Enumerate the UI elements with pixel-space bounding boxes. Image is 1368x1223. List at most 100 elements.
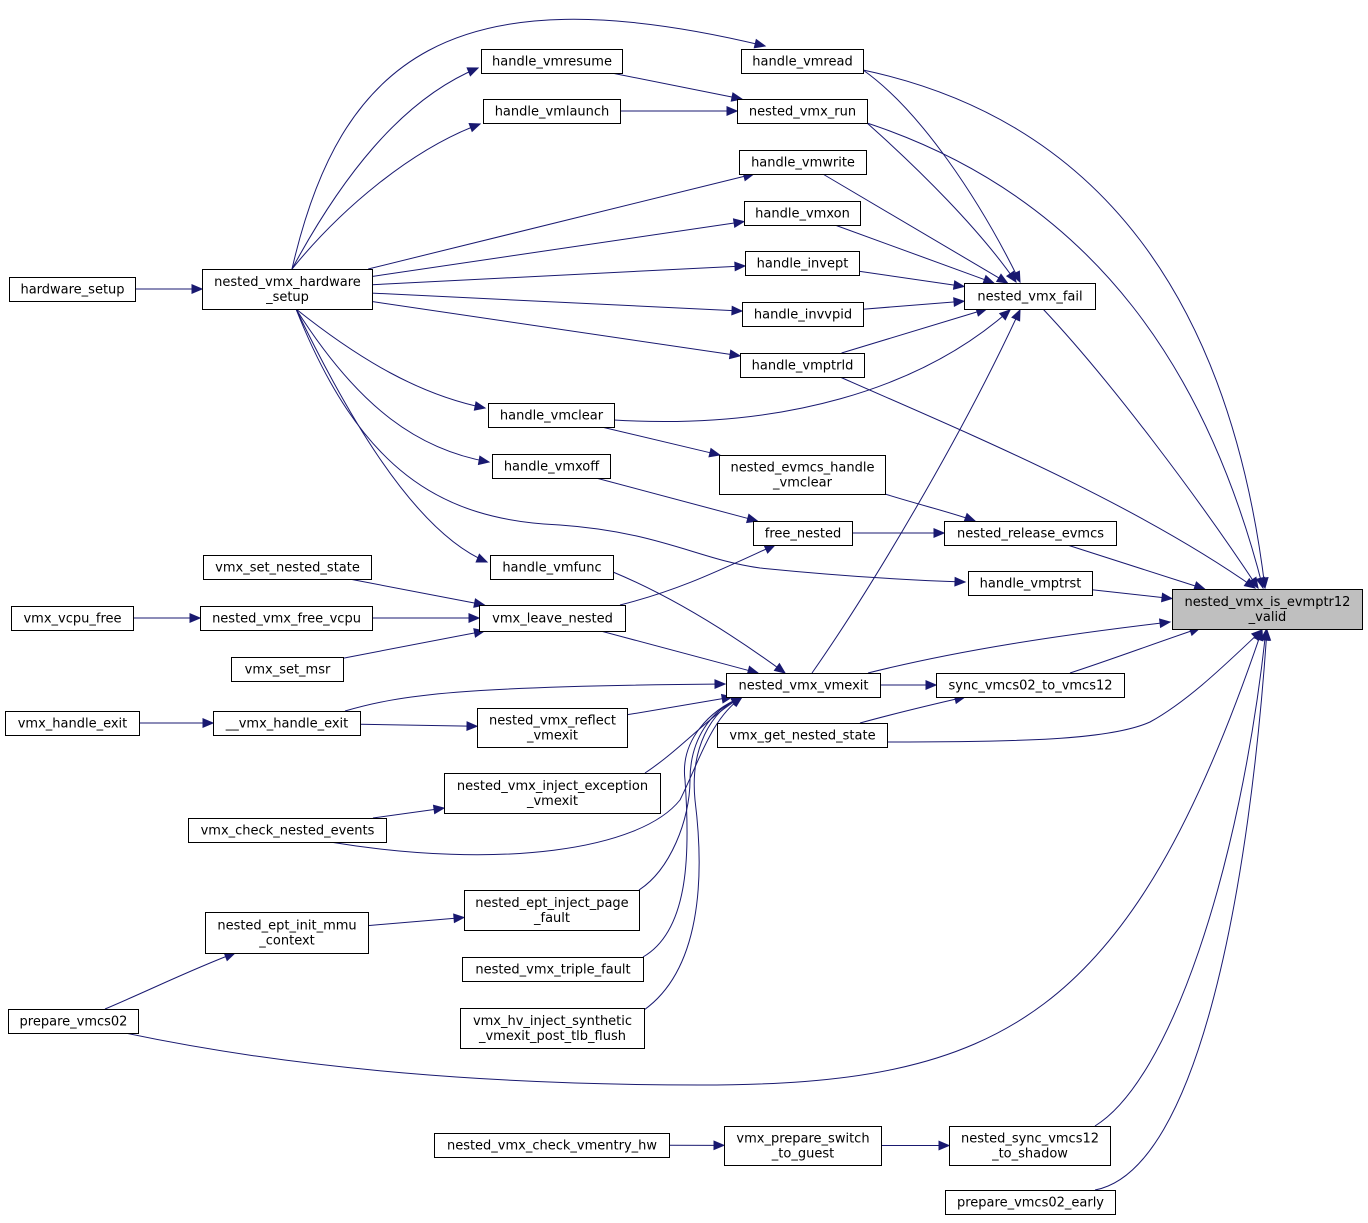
node-handle-invvpid[interactable]: handle_invvpid — [742, 302, 864, 327]
node-hardware-setup[interactable]: hardware_setup — [9, 277, 136, 302]
node-vmx-prepare-switch-to-guest-box — [724, 1126, 882, 1166]
node-sync-vmcs02-to-vmcs12-label-0: sync_vmcs02_to_vmcs12 — [948, 679, 1112, 694]
node-vmx-check-nested-events-box — [188, 818, 387, 843]
node-vmx-vcpu-free[interactable]: vmx_vcpu_free — [11, 606, 134, 631]
edge-vmx-set-nested-state-to-vmx-leave-nested-line — [349, 578, 476, 604]
node-handle-vmptrld[interactable]: handle_vmptrld — [740, 353, 865, 378]
node-nested-ept-inject-page-fault[interactable]: nested_ept_inject_page_fault — [464, 890, 640, 931]
edge-handle-vmclear-to-nested-evmcs-handle-vmclear-line — [601, 426, 712, 454]
edge-handle-vmread-to-nested-vmx-fail — [862, 69, 1021, 284]
node-vmx-handle-exit[interactable]: vmx_handle_exit — [5, 711, 140, 736]
node-vmx-set-msr-label-0: vmx_set_msr — [245, 663, 331, 678]
node-handle-vmread-label-0: handle_vmread — [752, 55, 852, 70]
edge-nested-vmx-triple-fault-to-nested-vmx-vmexit-line — [642, 696, 743, 958]
edge-vmx-handle-exit-to---vmx-handle-exit — [139, 718, 215, 728]
node-handle-vmxoff-box — [492, 454, 611, 479]
node-nested-vmx-triple-fault[interactable]: nested_vmx_triple_fault — [462, 957, 644, 982]
edge-handle-vmptrst-to-root-line — [1091, 589, 1164, 599]
node-nested-vmx-inject-exception-vmexit-label-0: nested_vmx_inject_exception — [457, 779, 648, 794]
node-handle-vmwrite[interactable]: handle_vmwrite — [739, 150, 867, 175]
node-handle-vmread[interactable]: handle_vmread — [741, 49, 864, 74]
node-nested-vmx-fail-box — [964, 283, 1096, 310]
node-vmx-prepare-switch-to-guest-label-0: vmx_prepare_switch — [736, 1132, 869, 1147]
node-nested-vmx-check-vmentry-hw[interactable]: nested_vmx_check_vmentry_hw — [434, 1133, 670, 1158]
edge-nested-vmx-hardware-setup-to-handle-vmclear-arrowhead — [473, 401, 487, 411]
edge-sync-vmcs02-to-vmcs12-to-root — [1069, 626, 1202, 674]
node-free-nested[interactable]: free_nested — [753, 521, 853, 546]
edge-nested-vmx-hardware-setup-to-handle-vmptrst-line — [295, 308, 966, 583]
node-nested-vmx-triple-fault-box — [462, 957, 644, 982]
node---vmx-handle-exit[interactable]: __vmx_handle_exit — [213, 711, 361, 736]
node-vmx-leave-nested-box — [479, 605, 626, 632]
node-nested-vmx-fail[interactable]: nested_vmx_fail — [964, 283, 1096, 310]
node-prepare-vmcs02-early-box — [945, 1190, 1116, 1215]
node-nested-release-evmcs[interactable]: nested_release_evmcs — [944, 521, 1117, 546]
node-nested-vmx-vmexit-label-0: nested_vmx_vmexit — [739, 679, 869, 694]
node-vmx-check-nested-events-label-0: vmx_check_nested_events — [201, 824, 375, 839]
edge-nested-vmx-hardware-setup-to-handle-vmfunc-line — [295, 308, 488, 563]
node-handle-vmptrst[interactable]: handle_vmptrst — [968, 571, 1093, 596]
edge-handle-vmwrite-to-nested-vmx-fail-arrowhead — [995, 273, 1009, 284]
node-prepare-vmcs02[interactable]: prepare_vmcs02 — [8, 1009, 139, 1034]
node-nested-ept-init-mmu-context[interactable]: nested_ept_init_mmu_context — [205, 912, 369, 954]
edge-vmx-get-nested-state-to-sync-vmcs02-to-vmcs12 — [859, 694, 967, 724]
edge-nested-vmx-run-to-root — [866, 122, 1266, 590]
node-free-nested-label-0: free_nested — [765, 527, 842, 542]
node-vmx-get-nested-state-box — [717, 723, 888, 748]
node-nested-vmx-inject-exception-vmexit[interactable]: nested_vmx_inject_exception_vmexit — [444, 773, 661, 814]
node-handle-vmxon[interactable]: handle_vmxon — [744, 201, 861, 226]
node-root[interactable]: nested_vmx_is_evmptr12_valid — [1172, 589, 1363, 630]
node-vmx-check-nested-events[interactable]: vmx_check_nested_events — [188, 818, 387, 843]
edge-nested-vmx-hardware-setup-to-handle-vmxoff — [295, 308, 491, 466]
node-handle-vmxoff[interactable]: handle_vmxoff — [492, 454, 611, 479]
node-nested-sync-vmcs12-to-shadow-label-0: nested_sync_vmcs12 — [961, 1132, 1099, 1147]
node-handle-vmclear[interactable]: handle_vmclear — [488, 403, 615, 428]
node-vmx-get-nested-state[interactable]: vmx_get_nested_state — [717, 723, 888, 748]
edge---vmx-handle-exit-to-nested-vmx-vmexit-arrowhead — [714, 679, 727, 690]
node-nested-vmx-free-vcpu[interactable]: nested_vmx_free_vcpu — [200, 606, 373, 631]
edge-handle-vmlaunch-to-nested-vmx-run-arrowhead — [726, 106, 739, 116]
edge-handle-vmwrite-to-nested-vmx-fail — [822, 173, 1009, 284]
node-handle-invept[interactable]: handle_invept — [745, 251, 860, 276]
node-nested-vmx-reflect-vmexit[interactable]: nested_vmx_reflect_vmexit — [477, 708, 628, 748]
edge-nested-vmx-hardware-setup-to-handle-vmread-arrowhead — [753, 38, 767, 49]
node-nested-vmx-reflect-vmexit-label-0: nested_vmx_reflect — [489, 714, 616, 729]
node-prepare-vmcs02-early[interactable]: prepare_vmcs02_early — [945, 1190, 1116, 1215]
node-handle-vmptrld-label-0: handle_vmptrld — [752, 359, 854, 374]
edge-vmx-check-nested-events-to-nested-vmx-inject-exception-vmexit-arrowhead — [432, 804, 446, 815]
node-vmx-hv-inject-synthetic-vmexit-post-tlb-flush[interactable]: vmx_hv_inject_synthetic_vmexit_post_tlb_… — [460, 1008, 645, 1049]
edge-nested-vmx-fail-to-root — [1042, 308, 1259, 590]
node-root-label-1: _valid — [1248, 610, 1287, 625]
node-vmx-leave-nested[interactable]: vmx_leave_nested — [479, 605, 626, 632]
node-root-box — [1172, 589, 1363, 630]
node-vmx-set-msr[interactable]: vmx_set_msr — [231, 657, 344, 682]
node-nested-vmx-vmexit[interactable]: nested_vmx_vmexit — [726, 673, 881, 698]
node-nested-vmx-run[interactable]: nested_vmx_run — [737, 99, 868, 124]
node-vmx-prepare-switch-to-guest[interactable]: vmx_prepare_switch_to_guest — [724, 1126, 882, 1166]
node-nested-vmx-free-vcpu-box — [200, 606, 373, 631]
node-vmx-set-nested-state[interactable]: vmx_set_nested_state — [203, 555, 372, 580]
node-nested-vmx-hardware-setup[interactable]: nested_vmx_hardware_setup — [202, 269, 373, 310]
edge-handle-vmread-to-root-line — [862, 69, 1266, 589]
node-handle-vmptrld-box — [740, 353, 865, 378]
edge-nested-vmx-hardware-setup-to-handle-invept-arrowhead — [734, 261, 747, 272]
edge-nested-vmx-vmexit-to-sync-vmcs02-to-vmcs12-arrowhead — [925, 680, 938, 690]
node-handle-vmfunc[interactable]: handle_vmfunc — [490, 555, 614, 580]
edge-nested-evmcs-handle-vmclear-to-nested-release-evmcs-line — [884, 493, 976, 522]
node-handle-vmresume[interactable]: handle_vmresume — [481, 49, 623, 74]
edge-nested-vmx-vmexit-to-nested-vmx-fail-arrowhead — [1011, 308, 1021, 322]
edge-vmx-vcpu-free-to-nested-vmx-free-vcpu-arrowhead — [189, 613, 202, 623]
node-nested-vmx-hardware-setup-label-0: nested_vmx_hardware — [214, 275, 361, 290]
node-nested-vmx-run-box — [737, 99, 868, 124]
edge-nested-vmx-hardware-setup-to-handle-vmfunc-arrowhead — [475, 553, 489, 563]
edge-nested-vmx-free-vcpu-to-vmx-leave-nested — [372, 613, 481, 623]
edge-nested-vmx-hardware-setup-to-handle-vmptrst — [295, 308, 967, 587]
node-nested-evmcs-handle-vmclear[interactable]: nested_evmcs_handle_vmclear — [719, 455, 886, 495]
node-sync-vmcs02-to-vmcs12[interactable]: sync_vmcs02_to_vmcs12 — [936, 673, 1125, 698]
node-nested-sync-vmcs12-to-shadow[interactable]: nested_sync_vmcs12_to_shadow — [949, 1126, 1111, 1166]
edge-handle-vmclear-to-nested-evmcs-handle-vmclear-arrowhead — [708, 447, 721, 458]
edge-vmx-leave-nested-to-nested-vmx-vmexit-line — [600, 630, 750, 672]
node-handle-vmlaunch[interactable]: handle_vmlaunch — [483, 99, 621, 124]
edge-nested-vmx-hardware-setup-to-handle-invvpid-line — [371, 292, 734, 312]
node-nested-ept-init-mmu-context-box — [205, 912, 369, 954]
